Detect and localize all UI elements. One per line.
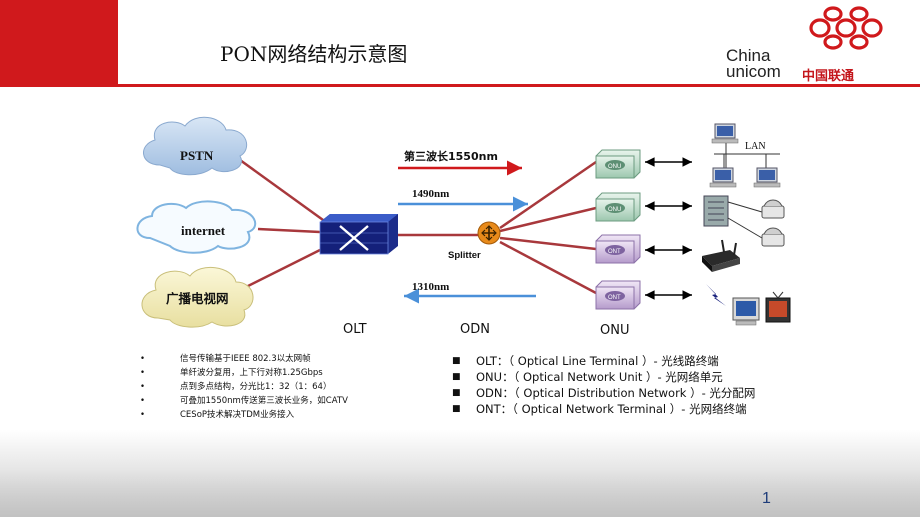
list-item: ■ ODN：（ Optical Distribution Network ）- 光…	[452, 385, 755, 401]
lan-network: LAN	[709, 123, 781, 188]
page-title: PON网络结构示意图	[220, 42, 408, 66]
list-item: ■ ONU：（ Optical Network Unit ）- 光网络单元	[452, 369, 755, 385]
note-text: 信号传输基于IEEE 802.3以太网帧	[180, 354, 311, 364]
olt-device-icon	[319, 214, 398, 255]
lan-label: LAN	[745, 141, 766, 152]
splitter-icon: Splitter	[448, 221, 501, 261]
footer-shade	[0, 470, 920, 517]
splitter-label: Splitter	[448, 250, 481, 261]
unicom-knot-icon	[809, 6, 883, 50]
logo-text-cn: 中国联通	[802, 69, 855, 84]
pc-icon	[753, 167, 781, 188]
onu-2-label: ONU	[608, 207, 621, 213]
list-item: • CESoP技术解决TDM业务接入	[140, 408, 348, 422]
pc-icon	[709, 167, 737, 188]
wireless-icon	[706, 284, 726, 306]
catv-cloud	[141, 266, 254, 328]
label-1550: 第三波长1550nm	[404, 149, 498, 163]
tv-icon	[765, 291, 791, 323]
bullet-icon: •	[140, 396, 146, 406]
header-divider	[0, 84, 920, 87]
ont-1-icon: ONT	[595, 234, 641, 264]
ont-1-label: ONT	[608, 249, 621, 255]
ont-2-label: ONT	[608, 295, 621, 301]
section-odn-label: ODN	[460, 322, 490, 337]
pstn-label: PSTN	[180, 148, 214, 163]
list-item: • 点到多点结构，分光比1：32（1：64）	[140, 380, 348, 394]
note-text: 可叠加1550nm传送第三波长业务，如CATV	[180, 396, 348, 406]
list-item: ■ ONT：（ Optical Network Terminal ）- 光网络终端	[452, 401, 755, 417]
header-red-block	[0, 0, 118, 84]
legend-text: OLT：（ Optical Line Terminal ）- 光线路终端	[476, 354, 719, 368]
ont-2-icon: ONT	[595, 280, 641, 310]
square-bullet-icon: ■	[452, 372, 461, 382]
list-item: • 单纤波分复用，上下行对称1.25Gbps	[140, 366, 348, 380]
internet-cloud: internet	[136, 200, 257, 254]
terms-legend: ■ OLT：（ Optical Line Terminal ）- 光线路终端 ■ O…	[452, 353, 755, 417]
cloud-links	[239, 158, 597, 295]
user-links	[645, 157, 692, 300]
logo-text-china: China	[726, 46, 771, 65]
list-item: • 可叠加1550nm传送第三波长业务，如CATV	[140, 394, 348, 408]
pbx-icon	[703, 195, 729, 227]
notes-list: • 信号传输基于IEEE 802.3以太网帧 • 单纤波分复用，上下行对称1.25G…	[140, 352, 348, 422]
bullet-icon: •	[140, 382, 146, 392]
router-icon	[702, 239, 740, 272]
note-text: 点到多点结构，分光比1：32（1：64）	[180, 382, 332, 392]
section-onu-label: ONU	[600, 323, 629, 338]
bullet-icon: •	[140, 368, 146, 378]
note-text: 单纤波分复用，上下行对称1.25Gbps	[180, 368, 323, 378]
page-number: 1	[762, 490, 771, 507]
square-bullet-icon: ■	[452, 388, 461, 398]
phone-icon	[761, 227, 785, 247]
phone-icon	[761, 199, 785, 219]
legend-text: ONT：（ Optical Network Terminal ）- 光网络终端	[476, 402, 747, 416]
legend-text: ODN：（ Optical Distribution Network ）- 光分…	[476, 386, 756, 400]
onu-1-label: ONU	[608, 164, 621, 170]
bullet-icon: •	[140, 354, 146, 364]
label-1310: 1310nm	[412, 281, 449, 293]
list-item: • 信号传输基于IEEE 802.3以太网帧	[140, 352, 348, 366]
computer-icon	[732, 297, 760, 326]
section-olt-label: OLT	[343, 322, 367, 337]
catv-label: 广播电视网	[166, 291, 229, 306]
note-text: CESoP技术解决TDM业务接入	[180, 410, 295, 420]
square-bullet-icon: ■	[452, 404, 461, 414]
pstn-cloud: PSTN	[143, 116, 248, 176]
pc-icon	[711, 123, 739, 144]
bullet-icon: •	[140, 410, 146, 420]
legend-text: ONU：（ Optical Network Unit ）- 光网络单元	[476, 370, 723, 384]
label-1490: 1490nm	[412, 188, 449, 200]
onu-1-icon: ONU	[595, 149, 641, 179]
internet-label: internet	[181, 223, 226, 238]
logo-text-unicom: unicom	[726, 62, 781, 81]
china-unicom-logo: China unicom 中国联通	[722, 6, 912, 84]
phone-links	[727, 201, 763, 239]
list-item: ■ OLT：（ Optical Line Terminal ）- 光线路终端	[452, 353, 755, 369]
onu-2-icon: ONU	[595, 192, 641, 222]
square-bullet-icon: ■	[452, 356, 461, 366]
